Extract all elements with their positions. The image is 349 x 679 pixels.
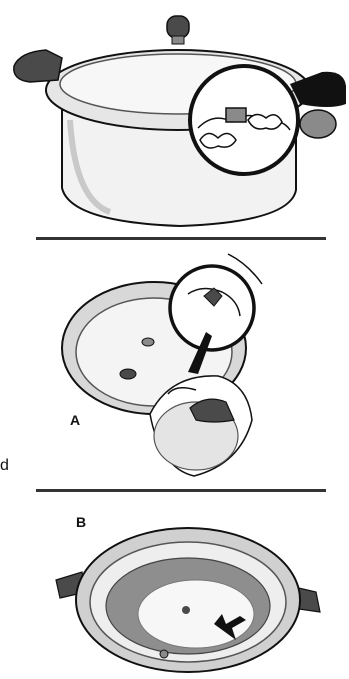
side-text-fragment: d — [0, 457, 9, 475]
divider-bottom — [36, 489, 326, 492]
pot-open-drawing — [0, 496, 349, 679]
left-handle — [14, 50, 62, 82]
knob-stem — [172, 36, 184, 44]
lid-valve-hole-1 — [142, 338, 154, 346]
divider-top — [36, 237, 326, 240]
step-label-a: A — [70, 412, 80, 428]
center-valve — [182, 606, 190, 614]
valve-detail — [226, 108, 246, 122]
cooker-closed-drawing — [0, 0, 349, 232]
pot-bottom — [138, 580, 254, 648]
rim-rivet — [160, 650, 168, 658]
illustration-pot-open-b — [0, 496, 349, 679]
lid-gasket-drawing — [0, 244, 349, 480]
lid-valve-hole-2 — [120, 369, 136, 379]
illustration-pressure-cooker-closed — [0, 0, 349, 232]
zoom-circle — [170, 266, 254, 350]
lid-knob — [167, 16, 189, 38]
illustration-lid-gasket-a — [0, 244, 349, 480]
step-label-b: B — [76, 514, 86, 530]
steam-puff-right — [248, 114, 282, 129]
hand — [300, 110, 336, 138]
